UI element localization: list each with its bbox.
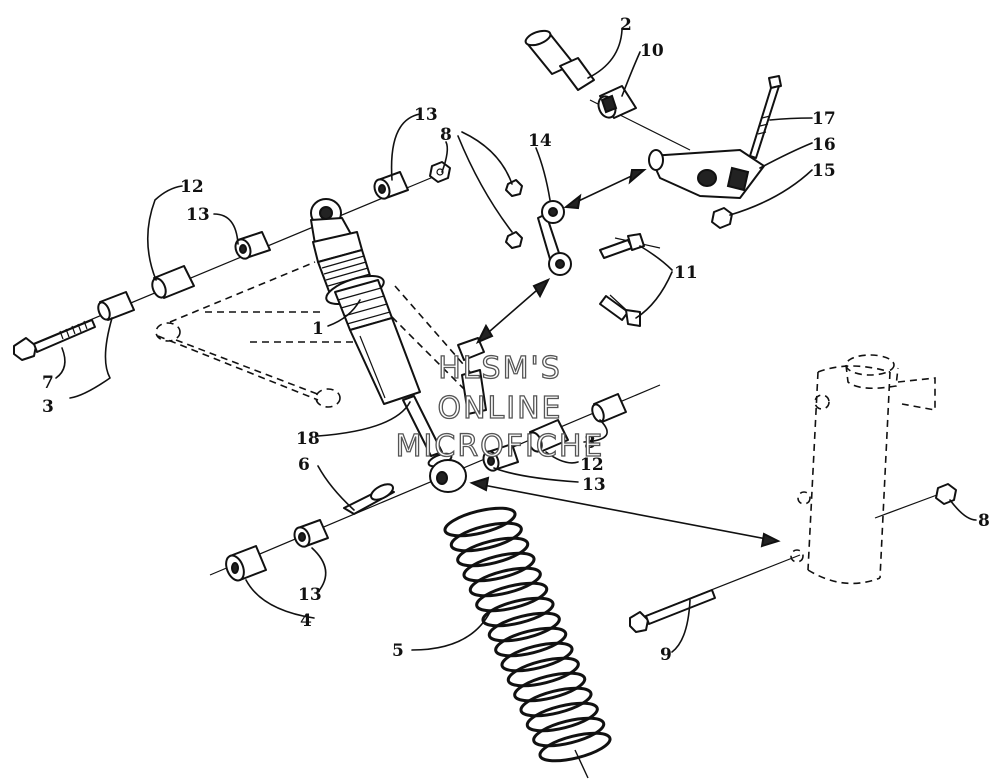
callout-7: 7 <box>42 373 54 393</box>
callout-6: 6 <box>298 455 310 475</box>
callout-8-upper: 8 <box>440 125 452 145</box>
callout-13-upper: 13 <box>414 105 438 125</box>
callout-1: 1 <box>312 319 324 339</box>
callout-2-top: 2 <box>620 15 632 35</box>
spindle-bolt <box>629 483 957 633</box>
spring-coil <box>494 626 568 658</box>
callout-13-right: 13 <box>582 475 606 495</box>
spring-coil <box>443 506 517 538</box>
spring-coil <box>525 701 599 733</box>
spindle-housing <box>790 354 936 585</box>
spring-coil <box>462 551 536 583</box>
spring-coil <box>506 656 580 688</box>
watermark-line-3: MICROFICHE <box>396 429 605 464</box>
callout-15: 15 <box>812 161 836 181</box>
lever-assembly <box>648 75 782 229</box>
callout-4: 4 <box>300 611 312 631</box>
lower-mount-hardware <box>225 393 627 582</box>
spring-coil <box>456 536 530 568</box>
spring-coil <box>500 641 574 673</box>
callout-5: 5 <box>392 641 404 661</box>
callout-3-right: 3 <box>584 433 596 453</box>
callout-3-left: 3 <box>42 397 54 417</box>
callout-14: 14 <box>528 131 552 151</box>
spring-coil <box>538 731 612 763</box>
spring-coil <box>449 521 523 553</box>
shock-absorber <box>310 198 453 468</box>
spring-coil <box>487 611 561 643</box>
callout-8-right: 8 <box>978 511 990 531</box>
spring-coil <box>532 716 606 748</box>
callout-12-upper: 12 <box>180 177 204 197</box>
leader-lines <box>55 29 977 653</box>
watermark-line-1: HLSM'S <box>438 351 562 386</box>
callout-18: 18 <box>296 429 320 449</box>
spring-coil <box>519 686 593 718</box>
frame-dashed-outline <box>155 261 471 408</box>
callout-9: 9 <box>660 645 672 665</box>
watermark: HLSM'S ONLINE MICROFICHE <box>395 350 605 464</box>
grease-fitting-assembly <box>524 29 637 119</box>
callout-13-lower: 13 <box>298 585 322 605</box>
spring-axis-line <box>574 749 589 779</box>
spring-coil <box>513 671 587 703</box>
callout-labels: 2 10 17 16 15 13 8 14 12 13 11 1 7 3 18 … <box>42 15 990 665</box>
bracket-tab <box>457 337 487 415</box>
callout-12-lower: 12 <box>580 455 604 475</box>
spring-coil <box>468 566 542 598</box>
callout-16: 16 <box>812 135 836 155</box>
spring-coil <box>475 581 549 613</box>
callout-10: 10 <box>640 41 664 61</box>
coil-spring <box>443 506 612 779</box>
watermark-line-2: ONLINE <box>437 391 562 426</box>
callout-13-left: 13 <box>186 205 210 225</box>
callout-11: 11 <box>674 263 698 283</box>
spring-coil <box>481 596 555 628</box>
upper-left-hardware <box>13 161 451 361</box>
relationship-arrows <box>469 169 781 548</box>
callout-17: 17 <box>812 109 836 129</box>
